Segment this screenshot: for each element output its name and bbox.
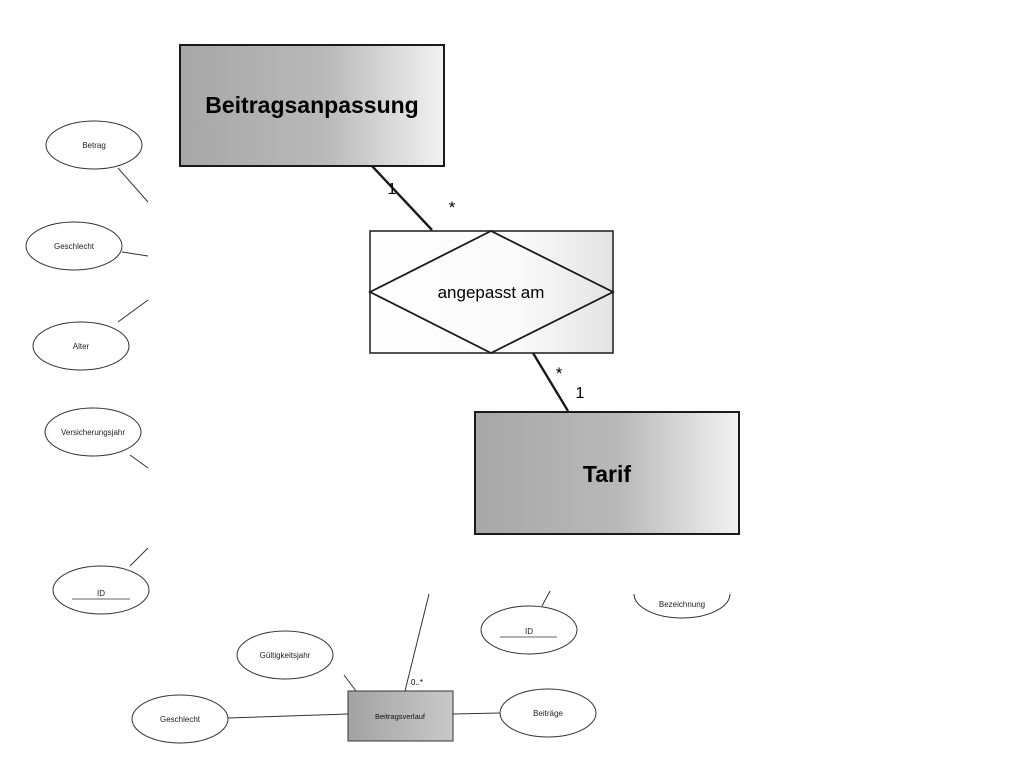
entity-title: Beitragsanpassung — [205, 92, 418, 118]
attribute-versicherungsjahr[interactable]: Versicherungsjahr — [44, 407, 142, 457]
cardinality-tarif-many: * — [556, 364, 563, 383]
attribute-ellipse — [25, 221, 123, 271]
cardinality-labels: 1 * * 1 0..* — [388, 181, 585, 687]
entity-tarif[interactable]: Tarif — [474, 411, 740, 535]
attribute-ellipse — [45, 120, 143, 170]
attribute-label: ID — [97, 589, 105, 598]
relationship-box — [369, 230, 614, 354]
attribute-ellipse — [52, 565, 150, 615]
attribute-id-tarif[interactable]: ID — [480, 605, 578, 655]
attribute-label: Geschlecht — [54, 242, 95, 251]
attribute-beitraege[interactable]: Beiträge — [499, 688, 597, 738]
attribute-label: Geschlecht — [160, 715, 201, 724]
line-beitragsverlauf-up — [404, 593, 430, 692]
attribute-label: Versicherungsjahr — [61, 428, 125, 437]
line-gueltigkeitsjahr — [343, 674, 357, 692]
relationship-label: angepasst am — [438, 283, 545, 302]
line-alter — [117, 299, 149, 323]
cardinality-beitragsanpassung-one: 1 — [388, 181, 397, 198]
attribute-ellipse — [499, 688, 597, 738]
attribute-ellipse — [32, 321, 130, 371]
attribute-geschlecht-bottom[interactable]: Geschlecht — [131, 694, 229, 744]
attribute-label: Betrag — [82, 141, 106, 150]
line-id-left — [129, 547, 149, 567]
cardinality-tarif-one: 1 — [576, 385, 585, 402]
line-geschlecht-bottom — [227, 713, 349, 719]
attribute-lines — [117, 167, 551, 719]
attribute-label: Gültigkeitsjahr — [260, 651, 311, 660]
attribute-label: Alter — [73, 342, 90, 351]
line-relationship-to-tarif — [531, 352, 570, 412]
attribute-label: ID — [525, 627, 533, 636]
attribute-ellipse — [236, 630, 334, 680]
line-id-tarif — [541, 590, 551, 607]
line-beitragsanpassung-to-relationship — [371, 165, 433, 231]
attribute-gueltigkeitsjahr[interactable]: Gültigkeitsjahr — [236, 630, 334, 680]
attribute-ellipse-partial — [633, 593, 731, 619]
entity-box — [474, 411, 740, 535]
attribute-label: Bezeichnung — [659, 600, 705, 609]
line-versicherungsjahr — [129, 454, 149, 469]
line-beitraege — [452, 712, 501, 715]
attribute-betrag[interactable]: Betrag — [45, 120, 143, 170]
relationship-diamond — [368, 229, 616, 355]
line-betrag — [117, 167, 149, 203]
cardinality-beitragsverlauf-many: 0..* — [411, 678, 423, 687]
entity-box — [179, 44, 445, 167]
entity-beitragsanpassung[interactable]: Beitragsanpassung — [179, 44, 445, 167]
attribute-bezeichnung[interactable]: Bezeichnung — [633, 593, 731, 619]
attribute-id-left[interactable]: ID — [52, 565, 150, 615]
entity-title: Beitragsverlauf — [375, 712, 426, 721]
attribute-label: Beiträge — [533, 709, 563, 718]
line-geschlecht-left — [121, 251, 149, 257]
connector-lines — [371, 165, 570, 412]
entity-box — [347, 690, 454, 742]
attribute-geschlecht-left[interactable]: Geschlecht — [25, 221, 123, 271]
attribute-alter[interactable]: Alter — [32, 321, 130, 371]
relationship-angepasst-am[interactable]: angepasst am — [368, 229, 616, 355]
attribute-ellipse — [480, 605, 578, 655]
attribute-ellipse — [131, 694, 229, 744]
cardinality-beitragsanpassung-many: * — [449, 198, 456, 217]
attribute-ellipse — [44, 407, 142, 457]
entity-title: Tarif — [583, 461, 631, 487]
entity-beitragsverlauf[interactable]: Beitragsverlauf — [347, 690, 454, 742]
